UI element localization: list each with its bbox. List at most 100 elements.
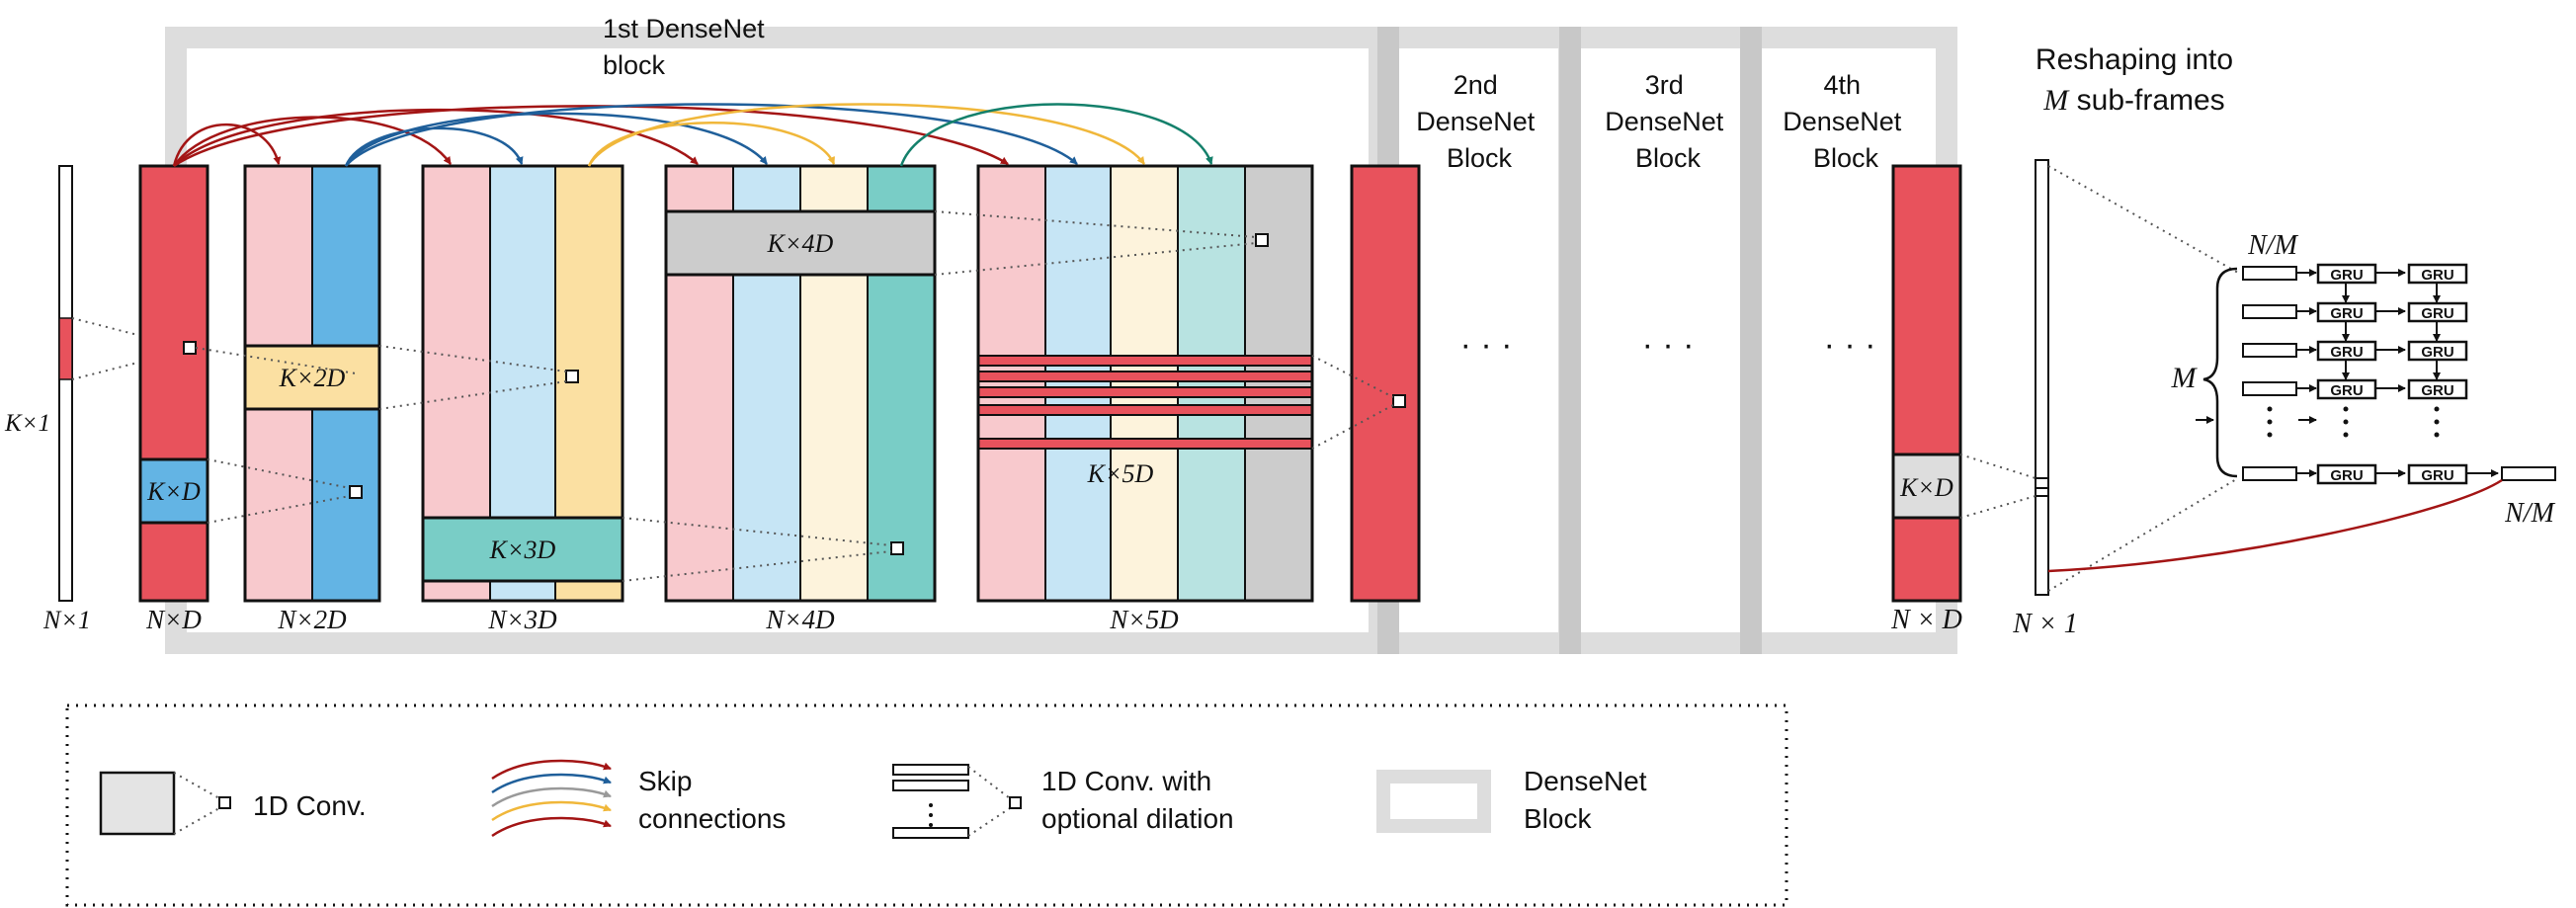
first-block-title: 1st DenseNet block [603,14,772,80]
gru-cell [2407,301,2468,323]
legend-block-label-line1: DenseNet [1524,766,1647,796]
dilated-kernel-row [977,386,1313,398]
receptive-line [1959,454,2036,479]
ellipsis-dot [929,803,933,807]
block3-ellipsis: · · · [1642,326,1695,364]
legend-skip-label-line2: connections [638,803,786,834]
final-stack-frame [1891,164,1962,603]
stack4-size-label: N×4D [765,605,835,634]
legend-dilation-line [967,807,1011,837]
gru-vertical-ellipsis [2267,406,2440,438]
gru-cell [2316,301,2377,323]
legend-conv-line [173,772,220,799]
fourth-block-title-line1: 4th [1823,70,1861,100]
stack2-kernel-label: K×2D [279,364,346,392]
gru-subframe-brace [2202,267,2238,478]
skip-connection-blue [344,112,768,167]
legend-dilation-ellipsis [929,803,933,827]
gru-cell-label: GRU [2330,267,2363,284]
receptive-line [1311,355,1394,398]
input-vector [58,165,73,602]
legend-skip-arrows [491,759,612,838]
gru-cell-label: GRU [2421,305,2453,322]
skip-connection-red [173,105,1009,168]
stack4-kernel-label: K×4D [767,229,834,258]
legend-skip-arrow-blue [491,773,612,794]
stack5-column-lightteal [1178,166,1245,601]
legend-conv-marker [218,796,231,809]
first-block-title-line1: 1st DenseNet [603,14,765,43]
fourth-block-title-line2: DenseNet [1783,107,1902,136]
second-block-title: 2nd DenseNet Block [1416,70,1542,173]
final-stack-size-label: N × D [1890,605,1962,635]
stack4-frame [664,164,937,603]
second-block-title-line1: 2nd [1454,70,1498,100]
block-separator-2 [1559,27,1581,654]
stack1-conv-marker [183,341,197,355]
input-kernel-label: K×1 [4,410,50,437]
reshape-vector-label: N × 1 [2012,609,2078,639]
skip-connections [172,103,1213,168]
stack3-frame [421,164,624,603]
ellipsis-dot [2434,419,2440,425]
ellipsis-dot [2267,419,2273,425]
third-block-title-line2: DenseNet [1605,107,1724,136]
final-stack-kernel-label: K×D [1899,473,1953,502]
gru-cell-label: GRU [2421,382,2453,399]
legend-dilation-marker [1009,796,1022,809]
second-block-title-line2: DenseNet [1416,107,1536,136]
stack-nx4d: K×4D N×4D [622,164,937,634]
fourth-block-title-line3: Block [1813,143,1879,173]
input-size-label: N×1 [42,606,91,634]
stack5-column-pink [978,166,1045,601]
legend-dilation-row [892,780,969,791]
legend: 1D Conv. Skip connections 1D Conv. with … [65,703,1788,907]
ellipsis-dot [2267,432,2273,438]
stack-nx2d: K×2D N×2D [195,164,381,634]
legend-skip-label-line1: Skip [638,766,692,796]
stack3-conv-marker [565,370,579,383]
gru-cell-label: GRU [2421,467,2453,484]
stack-nx3d: K×3D N×3D [378,164,624,634]
stack2-conv-marker [349,485,363,499]
ellipsis-dot [929,813,933,817]
legend-dilation-line [967,766,1011,799]
stack2-frame [243,164,381,603]
gru-cell-label: GRU [2330,344,2363,361]
gru-cell [2316,378,2377,400]
gru-subframe-length-label: N/M [2247,230,2298,261]
dilated-kernel-row [977,355,1313,367]
gru-subframe-count-label: M [2171,362,2199,394]
legend-dilation-row [892,764,969,776]
gru-cell [2316,340,2377,362]
block4-ellipsis: · · · [1824,326,1876,364]
gru-network: N/M M [2047,230,2556,573]
legend-conv-line [173,807,220,835]
stack5-kernel-label: K×5D [1087,459,1154,488]
legend-dilation-row [892,827,969,839]
ellipsis-dot [2343,432,2349,438]
gru-cell-label: GRU [2421,267,2453,284]
skip-connection-blue [345,103,1078,167]
reshape-subtitle-var: M [2042,84,2070,117]
stack3-size-label: N×3D [487,605,557,634]
reshape-subtitle: M sub-frames [2042,84,2224,117]
stack1-kernel [140,459,208,523]
ellipsis-dot [2343,419,2349,425]
stack5-frame [976,164,1314,603]
third-block-title-line1: 3rd [1645,70,1684,100]
block2-ellipsis: · · · [1460,326,1513,364]
reshape-output: Reshaping into M sub-frames N × 1 [1959,43,2239,639]
gru-output-length-label: N/M [2504,498,2555,529]
skip-connection-orange [587,122,836,167]
skip-connection-red [172,123,282,167]
gru-cell-label: GRU [2330,305,2363,322]
input-kernel-window [58,317,73,380]
block-separator-3 [1740,27,1762,654]
stack1-column-red [140,166,208,601]
skip-connection-green [899,103,1213,167]
gru-input-frame [2242,304,2297,319]
gru-input-frame [2242,266,2297,281]
ellipsis-dot [2267,406,2273,412]
